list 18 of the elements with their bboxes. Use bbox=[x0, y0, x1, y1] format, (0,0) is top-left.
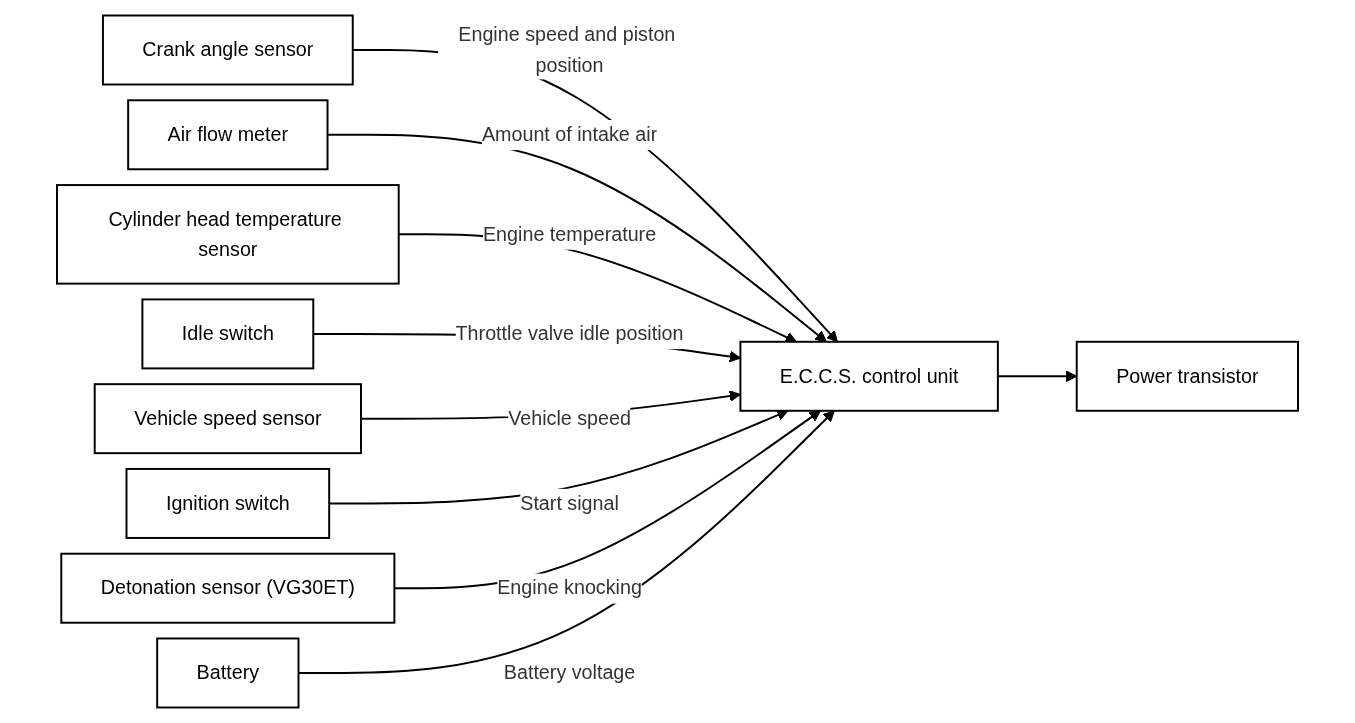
edge-label: Engine knocking bbox=[497, 576, 642, 599]
node-box: Cylinder head temperature sensor bbox=[56, 184, 400, 285]
edge-label: Engine temperature bbox=[482, 222, 657, 245]
node-box: Vehicle speed sensor bbox=[93, 383, 362, 455]
node-box: Battery bbox=[156, 637, 300, 709]
edge-label: Amount of intake air bbox=[481, 122, 658, 145]
edge-label: Throttle valve idle position bbox=[455, 321, 684, 345]
edge-label: Battery voltage bbox=[503, 660, 636, 684]
edge-label: Vehicle speed bbox=[508, 406, 631, 429]
node-box: Power transistor bbox=[1075, 340, 1299, 412]
node-box: Ignition switch bbox=[125, 467, 331, 539]
node-box: Crank angle sensor bbox=[101, 14, 354, 86]
node-box: Detonation sensor (VG30ET) bbox=[60, 552, 396, 624]
node-box: Idle switch bbox=[141, 298, 315, 370]
edge-label: Engine speed and piston position bbox=[458, 23, 676, 75]
edge-label: Start signal bbox=[520, 491, 619, 514]
node-box: Air flow meter bbox=[127, 99, 329, 171]
node-box: E.C.C.S. control unit bbox=[739, 340, 999, 412]
